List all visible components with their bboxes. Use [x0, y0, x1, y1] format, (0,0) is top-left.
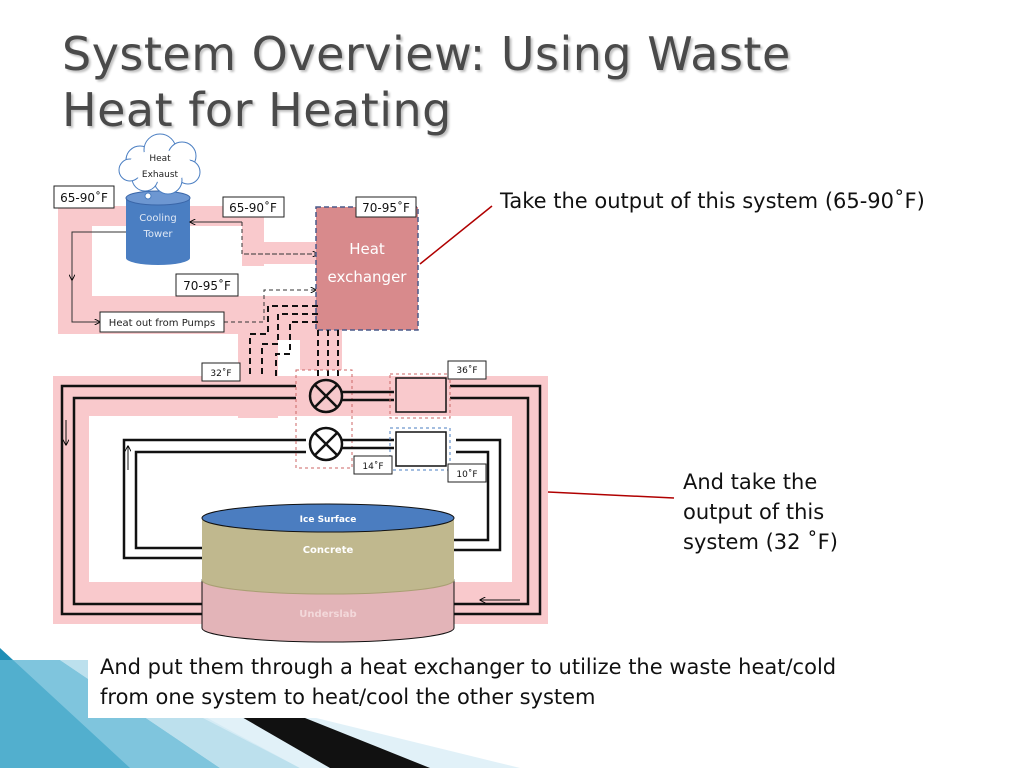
- valve-upper: [308, 378, 344, 414]
- heat-exhaust-cloud: Heat Exhaust: [118, 133, 201, 200]
- exchanger-box-upper: [395, 377, 447, 413]
- temp-32-text: 32˚F: [210, 368, 231, 379]
- rink-ice-label: Ice Surface: [300, 515, 357, 525]
- loop-link-lines: [342, 390, 394, 450]
- rink-cylinder: Ice Surface Concrete Underslab: [201, 503, 455, 643]
- leader-line-top: [419, 205, 493, 265]
- heat-out-pumps-box: Heat out from Pumps: [99, 311, 225, 333]
- heat-exchanger-label-2: exchanger: [328, 268, 408, 286]
- exchanger-zone-upper: [389, 373, 451, 419]
- temp-tag-10: 10˚F: [447, 463, 487, 483]
- slide-title: System Overview: Using Waste Heat for He…: [62, 26, 962, 138]
- rink-concrete-label: Concrete: [303, 545, 354, 556]
- temp-tag-to-hx: 65-90˚F: [222, 196, 285, 218]
- heat-exchanger-label-1: Heat: [349, 240, 385, 258]
- temp-tag-tower: 65-90˚F: [53, 185, 115, 209]
- temp-to-hx-text: 65-90˚F: [229, 200, 277, 215]
- valve-lower: [308, 426, 344, 462]
- cloud-label-1: Heat: [149, 154, 171, 164]
- temp-36-text: 36˚F: [456, 365, 477, 376]
- temp-tag-36: 36˚F: [447, 360, 487, 380]
- cooling-loop-lines: [72, 222, 318, 322]
- temp-14-text: 14˚F: [362, 461, 383, 472]
- valve-zone: [295, 369, 353, 469]
- callout-middle-right: And take the output of this system (32 ˚…: [683, 470, 838, 554]
- slide-title-line-1: System Overview: Using Waste: [62, 27, 791, 81]
- rink-inner-loop: [122, 438, 502, 560]
- rink-underslab-label: Underslab: [299, 609, 356, 620]
- exchanger-zone-lower: [389, 427, 451, 471]
- temp-hx-out-text: 70-95˚F: [362, 200, 410, 215]
- temp-10-text: 10˚F: [456, 469, 477, 480]
- temp-tag-32: 32˚F: [201, 362, 241, 382]
- hx-dashed-connectors: [249, 305, 339, 376]
- temp-tower-text: 65-90˚F: [60, 190, 108, 205]
- callout-top-right: Take the output of this system (65-90˚F): [500, 189, 925, 213]
- exchanger-box-lower: [395, 431, 447, 467]
- temp-tag-hx-out: 70-95˚F: [355, 196, 417, 218]
- leader-line-middle: [547, 491, 675, 499]
- callout-bottom: And put them through a heat exchanger to…: [88, 648, 858, 718]
- heat-out-pumps-label: Heat out from Pumps: [109, 318, 215, 329]
- cooling-tower-label-1: Cooling: [139, 213, 176, 224]
- temp-return-text: 70-95˚F: [183, 278, 231, 293]
- cooling-tower: Cooling Tower: [125, 190, 191, 265]
- cooling-tower-label-2: Tower: [143, 229, 174, 240]
- temp-tag-14: 14˚F: [353, 455, 393, 475]
- slide-title-line-2: Heat for Heating: [62, 83, 452, 137]
- temp-tag-return: 70-95˚F: [175, 273, 239, 297]
- heat-exchanger: Heat exchanger: [315, 206, 419, 331]
- cloud-label-2: Exhaust: [142, 170, 179, 180]
